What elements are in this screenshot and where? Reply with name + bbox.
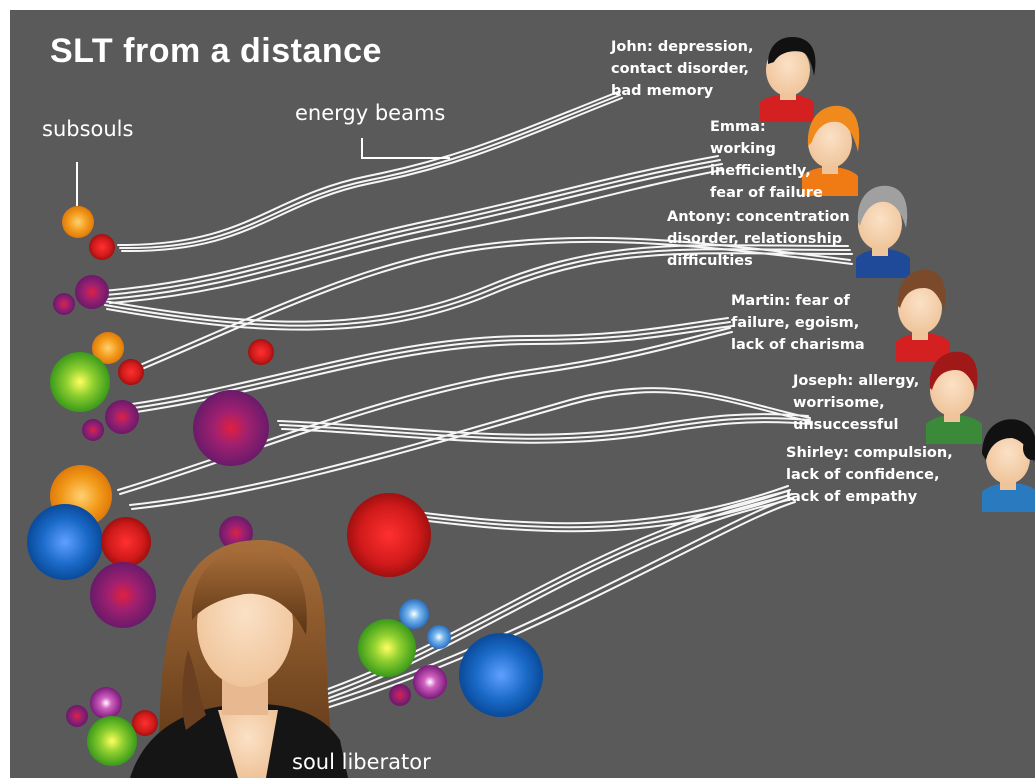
person-label-line: working — [710, 141, 776, 157]
person-label-line: lack of confidence, — [786, 467, 940, 483]
subsoul — [132, 710, 158, 736]
person-icon-martin — [896, 269, 950, 362]
pointer-lines — [76, 138, 450, 206]
subsoul — [399, 599, 429, 629]
subsoul — [89, 234, 115, 260]
person-label-line: Shirley: compulsion, — [786, 445, 953, 461]
subsoul — [347, 493, 431, 577]
person-label-line: disorder, relationship — [667, 231, 843, 247]
slide: SLT from a distance subsouls energy beam… — [10, 10, 1035, 778]
subsoul — [66, 705, 88, 727]
soul-liberator-label: soul liberator — [292, 750, 431, 774]
subsoul — [50, 352, 110, 412]
person-label-line: John: depression, — [611, 39, 754, 55]
subsoul — [358, 619, 416, 677]
person-label-line: difficulties — [667, 253, 753, 269]
subsoul — [459, 633, 543, 717]
person-label-line: lack of charisma — [731, 337, 865, 353]
subsoul — [27, 504, 103, 580]
person-label-line: fear of failure — [710, 185, 823, 201]
person-icon-emma — [802, 105, 860, 196]
diagram-canvas — [27, 37, 1035, 778]
person-label-line: Emma: — [710, 119, 766, 135]
person-label-line: lack of empathy — [786, 489, 918, 505]
subsoul — [193, 390, 269, 466]
page-title: SLT from a distance — [50, 32, 382, 70]
subsoul — [82, 419, 104, 441]
subsoul — [90, 687, 122, 719]
energy-beams-pointer — [361, 138, 450, 159]
person-label-joseph: Joseph: allergy, worrisome, unsuccessful — [793, 370, 919, 436]
subsoul — [75, 275, 109, 309]
subsouls-label: subsouls — [42, 117, 134, 141]
person-label-line: failure, egoism, — [731, 315, 860, 331]
energy-beams — [101, 91, 853, 711]
person-icon-joseph — [926, 351, 982, 444]
subsoul — [101, 517, 151, 567]
beam-group-john — [117, 91, 623, 253]
person-label-emma: Emma: working inefficiently, fear of fai… — [710, 116, 823, 204]
beam-group-emma — [101, 155, 723, 304]
energy-beams-label: energy beams — [295, 101, 446, 125]
person-label-line: Martin: fear of — [731, 293, 850, 309]
subsoul — [105, 400, 139, 434]
person-label-line: worrisome, — [793, 395, 885, 411]
subsoul — [118, 359, 144, 385]
subsoul — [90, 562, 156, 628]
person-icon-john — [760, 37, 816, 122]
person-icon-antony — [856, 185, 910, 278]
subsouls — [27, 206, 543, 766]
person-label-antony: Antony: concentration disorder, relation… — [667, 206, 850, 272]
person-label-line: contact disorder, — [611, 61, 750, 77]
person-label-line: inefficiently, — [710, 163, 811, 179]
person-icon-shirley — [982, 419, 1035, 512]
person-label-martin: Martin: fear of failure, egoism, lack of… — [731, 290, 865, 356]
beam-group-antony — [103, 236, 853, 370]
beam-group-joseph — [129, 387, 813, 510]
person-label-line: unsuccessful — [793, 417, 899, 433]
person-label-line: Antony: concentration — [667, 209, 850, 225]
subsoul — [62, 206, 94, 238]
subsoul — [248, 339, 274, 365]
subsoul — [389, 684, 411, 706]
person-label-shirley: Shirley: compulsion, lack of confidence,… — [786, 442, 953, 508]
soul-liberator-figure — [130, 540, 348, 778]
person-label-line: bad memory — [611, 83, 714, 99]
subsoul — [413, 665, 447, 699]
person-label-john: John: depression, contact disorder, bad … — [611, 36, 753, 102]
subsoul — [92, 332, 124, 364]
subsoul — [53, 293, 75, 315]
subsoul — [87, 716, 137, 766]
person-label-line: Joseph: allergy, — [793, 373, 920, 389]
subsoul — [427, 625, 451, 649]
